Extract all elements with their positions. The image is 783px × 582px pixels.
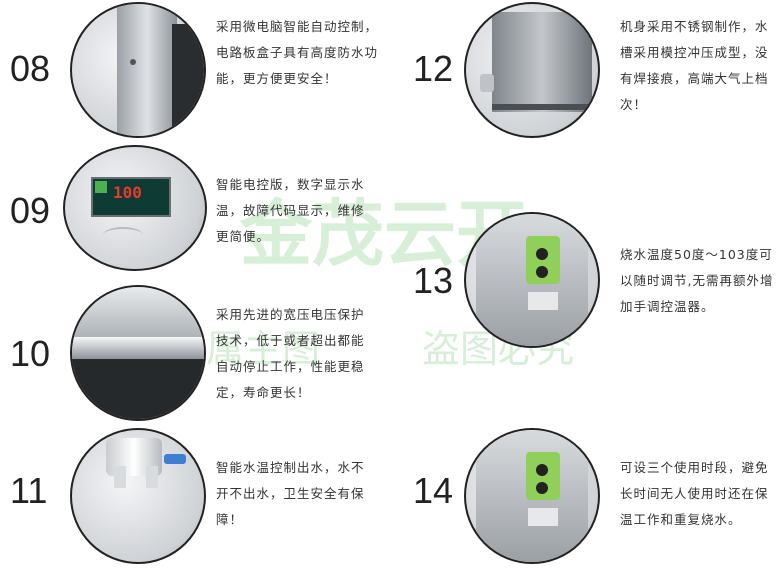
item-number-10: 10 xyxy=(10,333,51,374)
item-08-photo xyxy=(70,2,206,138)
item-08-description: 采用微电脑智能自动控制，电路板盒子具有高度防水功能，更方便更安全！ xyxy=(216,19,379,86)
temperature-display: 100 xyxy=(113,183,142,202)
item-11-photo xyxy=(70,428,206,564)
item-number-09: 09 xyxy=(10,190,51,231)
item-14-photo xyxy=(464,428,600,564)
item-10-photo xyxy=(70,285,206,421)
item-09-photo: 100 xyxy=(63,145,207,271)
item-number-12: 12 xyxy=(413,48,454,89)
item-10-description: 采用先进的宽压电压保护技术，低于或者超出都能自动停止工作，性能更稳定，寿命更长！ xyxy=(216,307,365,400)
item-12-description: 机身采用不锈钢制作，水槽采用模控冲压成型，没有焊接痕，高端大气上档次！ xyxy=(620,19,769,112)
item-number-11: 11 xyxy=(10,470,48,511)
item-14-description: 可设三个使用时段，避免长时间无人使用时还在保温工作和重复烧水。 xyxy=(620,460,769,527)
item-12-photo xyxy=(464,2,600,138)
item-number-14: 14 xyxy=(413,470,454,511)
item-number-13: 13 xyxy=(413,260,454,301)
item-13-description: 烧水温度50度～103度可以随时调节,无需再额外增加手调控温器。 xyxy=(620,247,774,314)
item-09-description: 智能电控版，数字显示水温，故障代码显示，维修更简便。 xyxy=(216,177,365,244)
item-11-description: 智能水温控制出水，水不开不出水，卫生安全有保障！ xyxy=(216,460,365,527)
item-number-08: 08 xyxy=(10,48,51,89)
item-13-photo xyxy=(464,212,600,348)
